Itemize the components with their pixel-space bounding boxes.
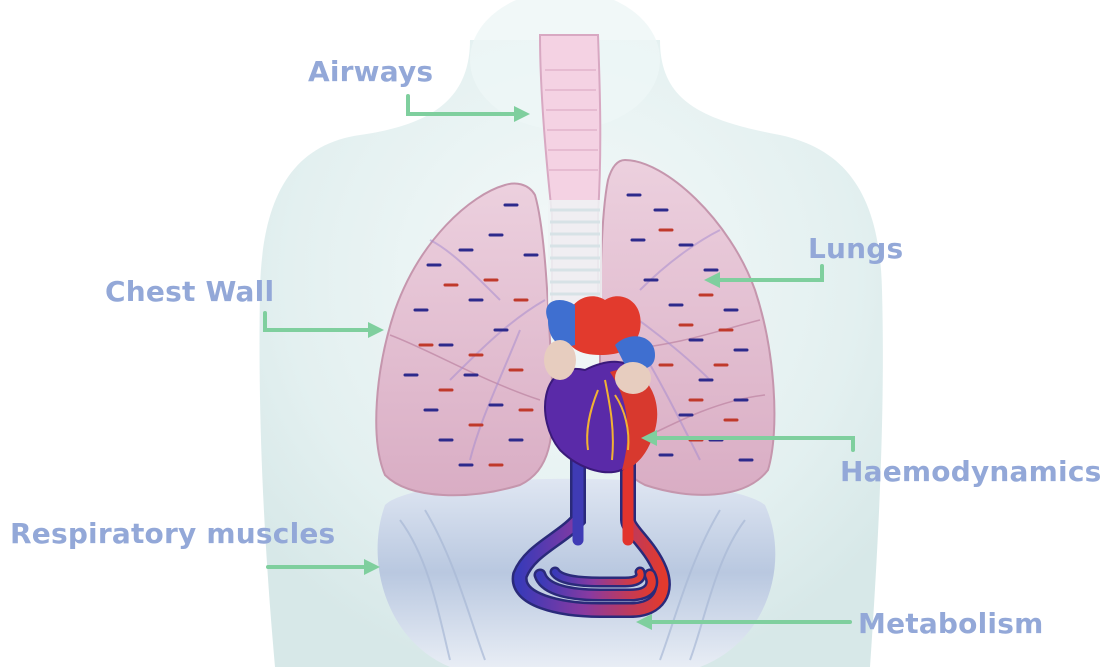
metabolism-label: Metabolism (858, 610, 1043, 638)
haemodynamics-label: Haemodynamics (840, 458, 1102, 486)
lungs-label: Lungs (808, 235, 903, 263)
heart (544, 296, 657, 472)
chest-wall-label: Chest Wall (105, 278, 274, 306)
airways-label: Airways (308, 58, 433, 86)
respiratory-muscles-label: Respiratory muscles (10, 520, 335, 548)
